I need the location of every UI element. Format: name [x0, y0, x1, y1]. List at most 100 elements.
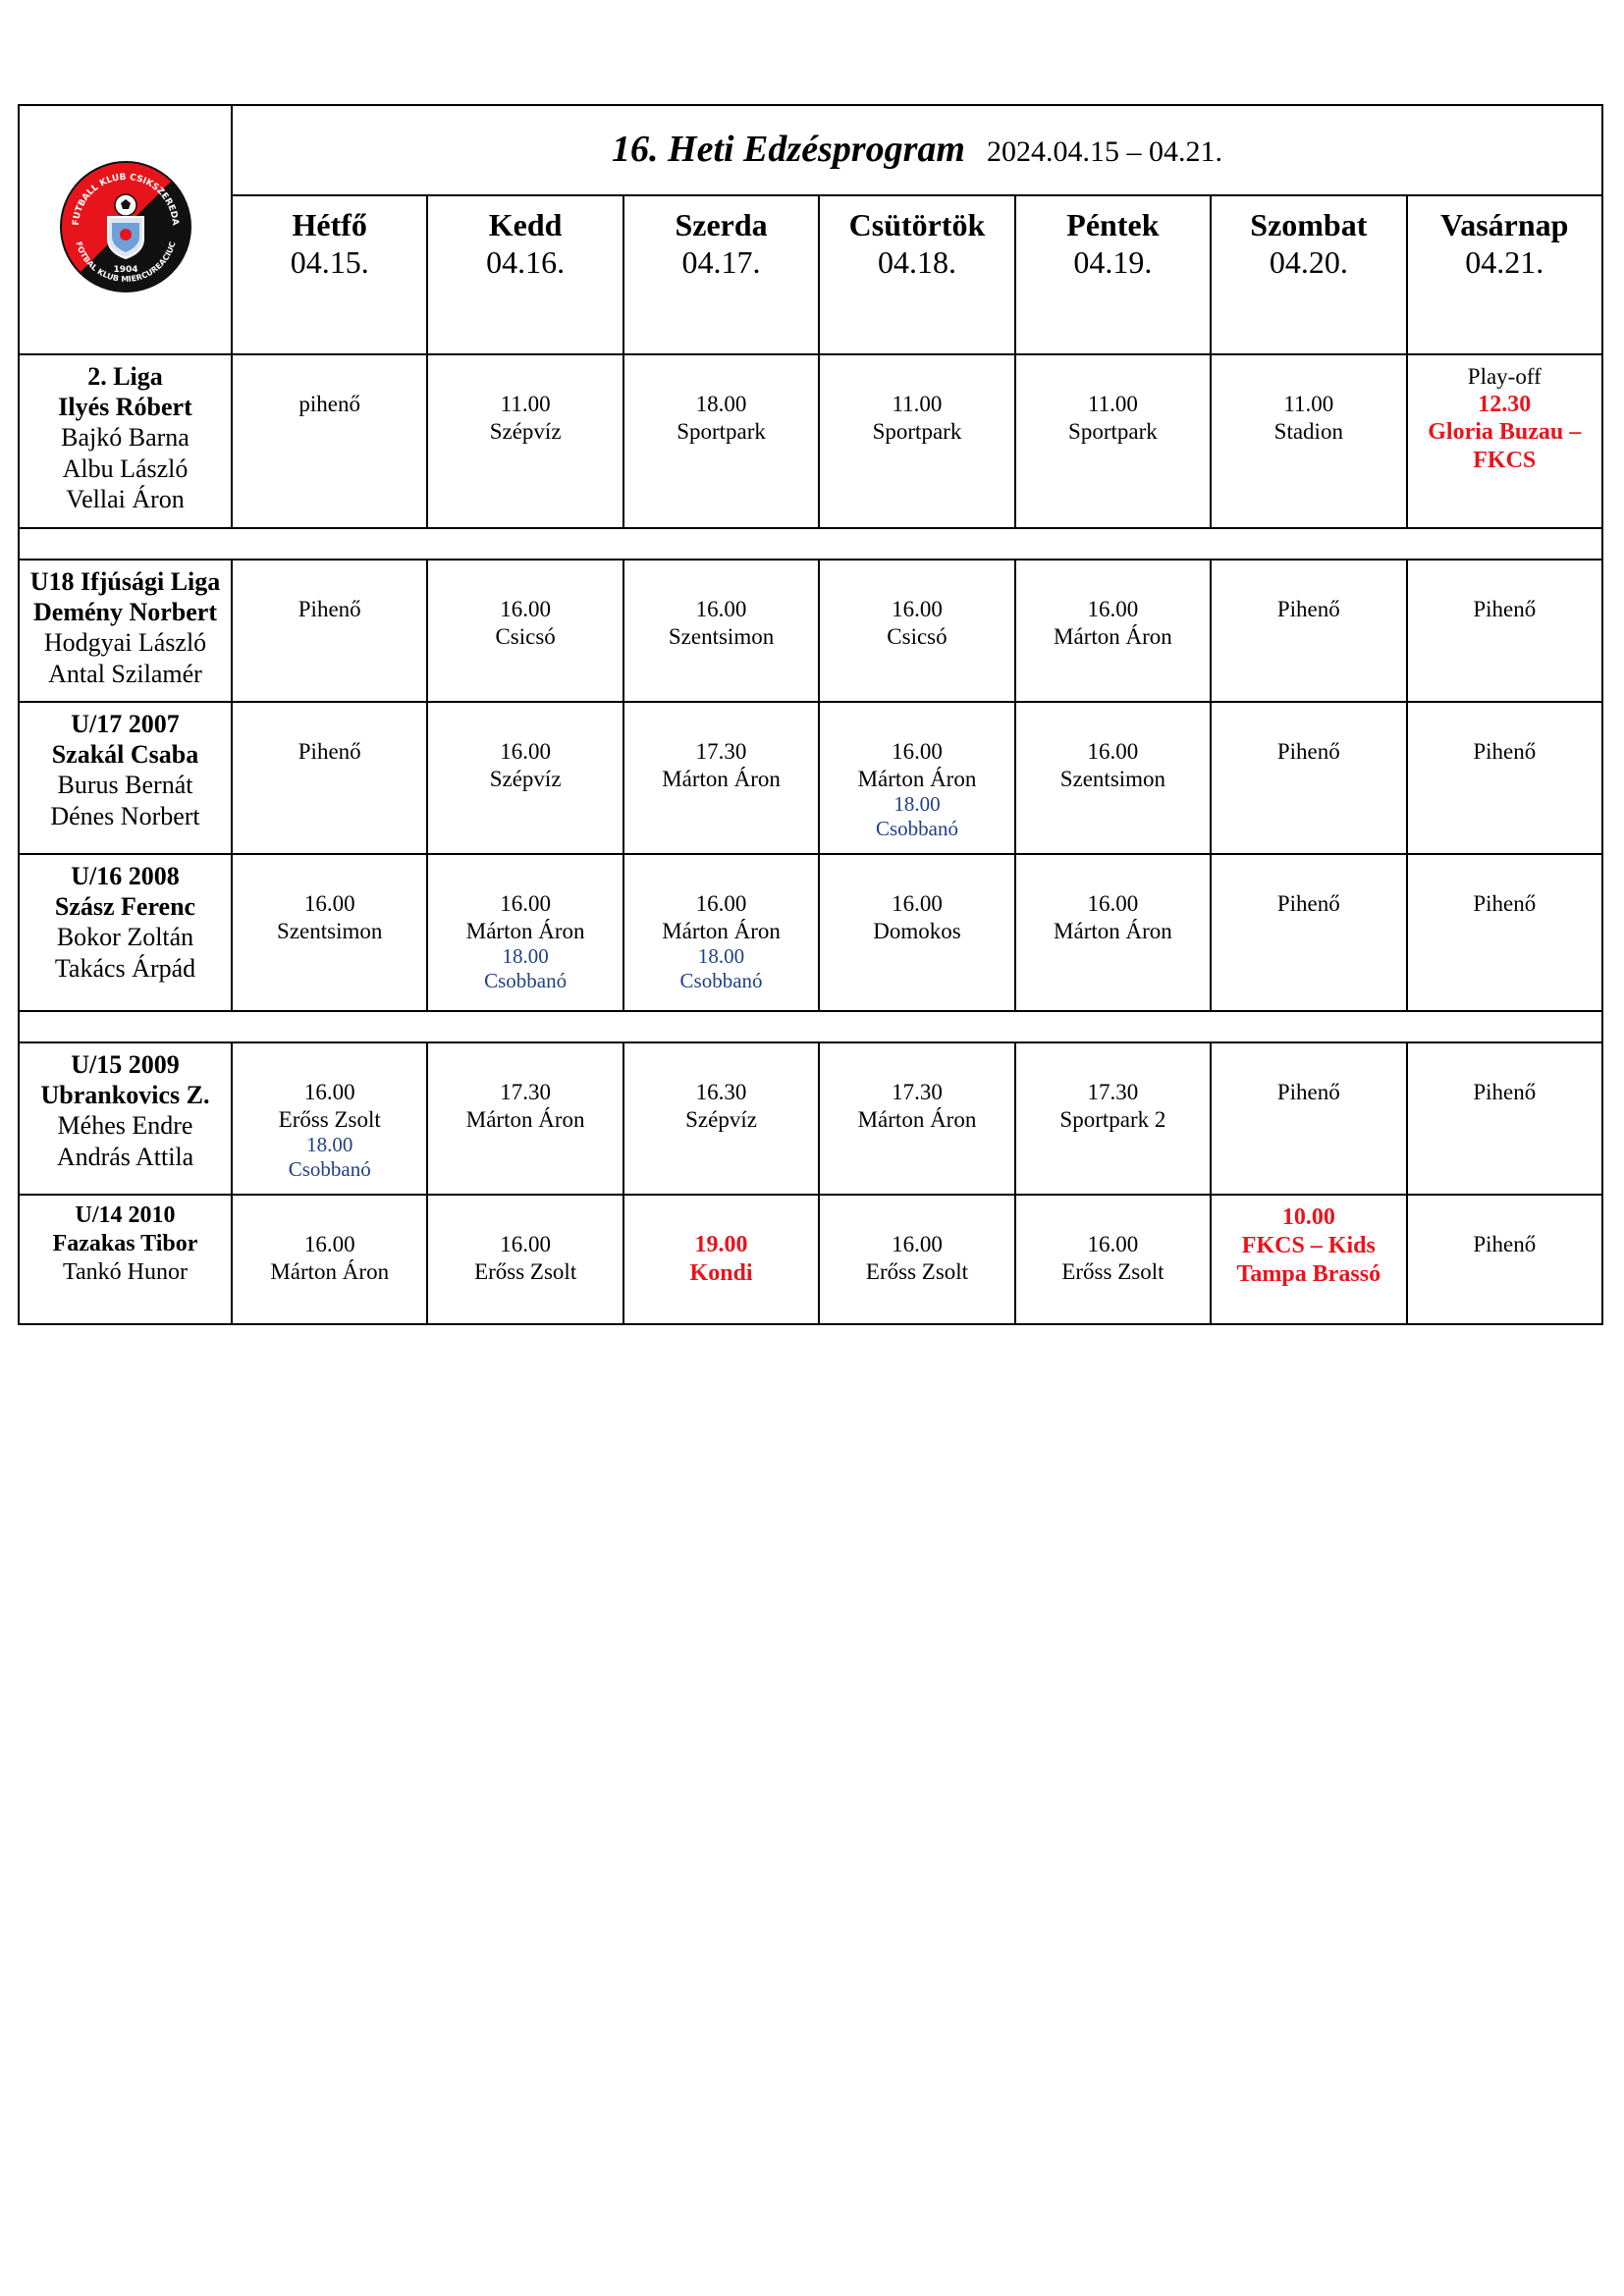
team-name: U/15 2009 — [71, 1050, 180, 1079]
session-location: Márton Áron — [662, 918, 781, 943]
session-location: Szépvíz — [489, 418, 562, 444]
session-location: Sportpark — [1068, 418, 1158, 444]
head-coach: Ilyés Róbert — [58, 393, 192, 422]
day-name: Kedd — [488, 207, 563, 242]
session-line: 16.00 — [695, 597, 747, 621]
session-line: 16.00 — [500, 739, 551, 764]
staff-member: András Attila — [56, 1142, 194, 1171]
session-line: 16.00 — [303, 1080, 355, 1104]
extra-session-time: 18.00 — [893, 792, 941, 817]
session-line: 11.00 — [1283, 392, 1334, 416]
match-line: FKCS — [1473, 448, 1537, 474]
session-location: Sportpark — [872, 418, 962, 444]
session-location: Márton Áron — [465, 918, 585, 943]
day-date: 04.18. — [877, 244, 956, 281]
day-name: Hétfő — [292, 207, 367, 242]
staff-member: Méhes Endre — [57, 1111, 193, 1141]
schedule-cell: Pihenő — [1210, 1041, 1408, 1196]
team-name: U/16 2008 — [71, 862, 180, 890]
session-location: Erőss Zsolt — [865, 1258, 969, 1284]
staff-member: Bajkó Barna — [61, 423, 189, 453]
day-name: Szerda — [675, 207, 768, 242]
session-location: Márton Áron — [270, 1258, 390, 1284]
session-location: Szentsimon — [668, 623, 775, 649]
session-location: Márton Áron — [1054, 623, 1172, 649]
day-name: Csütörtök — [848, 207, 986, 242]
session-line: 16.00 — [500, 891, 551, 916]
session-line: 11.00 — [1087, 392, 1138, 416]
schedule-cell: Pihenő — [1210, 701, 1408, 855]
session-location: Szépvíz — [489, 766, 562, 791]
session-location: Szépvíz — [685, 1106, 757, 1132]
session-line: 16.00 — [892, 891, 943, 916]
session-line: Play-off — [1467, 364, 1542, 389]
head-coach: Fazakas Tibor — [52, 1230, 198, 1256]
session-location: Csicsó — [887, 623, 947, 649]
session-line: 16.00 — [500, 597, 551, 621]
session-line: 17.30 — [500, 1080, 551, 1104]
session-line: Pihenő — [1473, 1080, 1537, 1104]
match-line: FKCS – Kids — [1241, 1232, 1376, 1258]
session-location: Sportpark 2 — [1059, 1106, 1166, 1132]
page-title: 16. Heti Edzésprogram — [612, 129, 965, 171]
match-time: 10.00 — [1281, 1204, 1335, 1230]
session-line: 17.30 — [1087, 1080, 1139, 1104]
staff-member: Burus Bernát — [57, 771, 193, 800]
session-location: Stadion — [1273, 418, 1343, 444]
match-line: Gloria Buzau – — [1428, 419, 1582, 446]
session-line: Pihenő — [1473, 739, 1537, 764]
schedule-cell: Pihenő — [1405, 1041, 1604, 1196]
extra-session-location: Csobbanó — [875, 817, 958, 841]
session-line: Pihenő — [1473, 1232, 1537, 1256]
match-line: Kondi — [689, 1259, 753, 1286]
match-time: 12.30 — [1478, 391, 1532, 417]
session-line: Pihenő — [1473, 891, 1537, 916]
spacer-cell — [18, 527, 1603, 561]
session-line: 16.00 — [1087, 891, 1139, 916]
session-line: 16.00 — [892, 739, 943, 764]
day-date: 04.19. — [1073, 244, 1153, 281]
staff-member: Takács Árpád — [54, 953, 196, 983]
session-location: Sportpark — [677, 418, 766, 444]
team-name: U/17 2007 — [71, 710, 180, 738]
schedule-cell: Pihenő — [1405, 701, 1604, 855]
match-line: Tampa Brassó — [1236, 1260, 1381, 1287]
session-location: Domokos — [873, 918, 961, 943]
svg-text:1904: 1904 — [113, 265, 137, 275]
head-coach: Demény Norbert — [33, 598, 217, 627]
staff-member: Vellai Áron — [66, 484, 185, 513]
session-location: Szentsimon — [1059, 766, 1166, 791]
extra-session-location: Csobbanó — [288, 1157, 371, 1182]
team-name: 2. Liga — [87, 362, 163, 391]
session-line: 18.00 — [695, 392, 747, 416]
session-line: Pihenő — [1276, 597, 1340, 621]
session-line: 16.00 — [303, 891, 355, 916]
session-location: Erőss Zsolt — [1061, 1258, 1164, 1284]
staff-member: Dénes Norbert — [50, 801, 200, 830]
match-time: 19.00 — [694, 1232, 748, 1257]
session-line: 16.00 — [892, 597, 943, 621]
